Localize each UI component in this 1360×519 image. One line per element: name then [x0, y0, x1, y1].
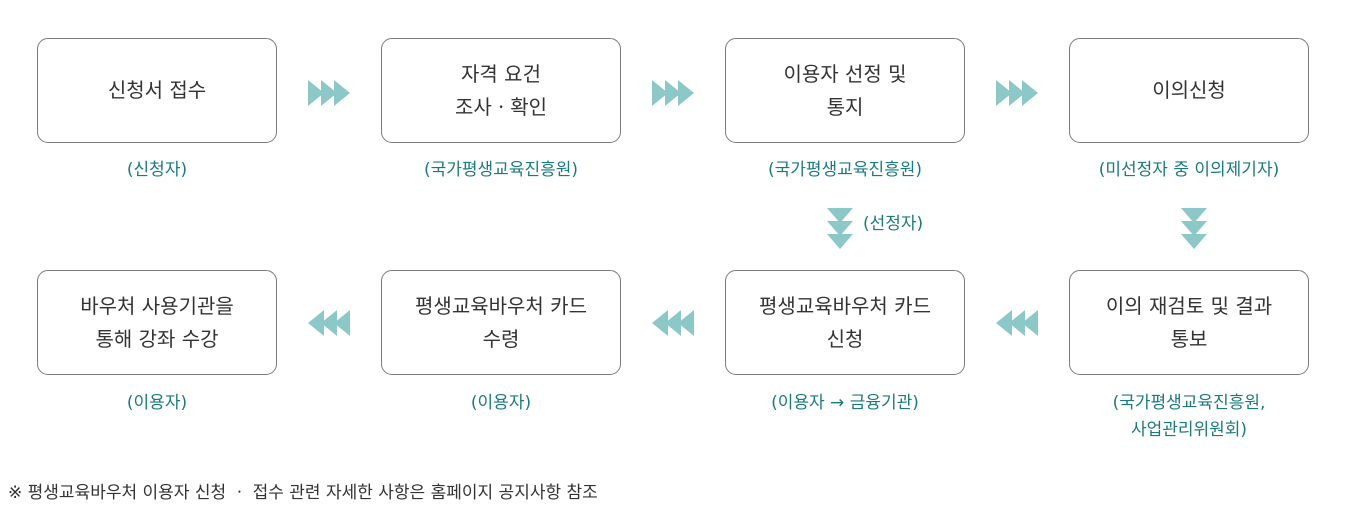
- step-label: 이의신청: [1152, 78, 1226, 102]
- step-selection-notice: 이용자 선정 및 통지: [725, 38, 965, 143]
- step-review-result: 이의 재검토 및 결과 통보: [1069, 270, 1309, 375]
- step-course-attendance: 바우처 사용기관을 통해 강좌 수강: [37, 270, 277, 375]
- triple-chevron-left-icon: [652, 310, 694, 336]
- step-label: 이용자 선정 및 통지: [783, 61, 907, 119]
- triple-chevron-right-icon: [308, 80, 350, 106]
- branch-label-selected: (선정자): [863, 214, 924, 234]
- step-actor: (이용자): [470, 393, 532, 413]
- triple-chevron-right-icon: [652, 80, 694, 106]
- step-card-receipt: 평생교육바우처 카드 수령: [381, 270, 621, 375]
- triple-chevron-right-icon: [996, 80, 1038, 106]
- step-label: 평생교육바우처 카드 수령: [415, 293, 587, 351]
- triple-chevron-left-icon: [308, 310, 350, 336]
- step-actor: (이용자): [126, 393, 188, 413]
- step-actor: (신청자): [126, 160, 188, 180]
- step-actor: (이용자 → 금융기관): [771, 393, 919, 413]
- step-label: 신청서 접수: [107, 78, 207, 102]
- step-actor: (미선정자 중 이의제기자): [1098, 160, 1280, 180]
- step-objection: 이의신청: [1069, 38, 1309, 143]
- step-eligibility-check: 자격 요건 조사ㆍ확인: [381, 38, 621, 143]
- step-label: 평생교육바우처 카드 신청: [759, 293, 931, 351]
- step-label: 자격 요건 조사ㆍ확인: [455, 61, 547, 119]
- step-actor: (국가평생교육진흥원, 사업관리위원회): [1112, 393, 1266, 440]
- step-label: 이의 재검토 및 결과 통보: [1105, 293, 1273, 351]
- triple-chevron-down-icon: [1181, 208, 1207, 249]
- footnote: ※ 평생교육바우처 이용자 신청 ㆍ 접수 관련 자세한 사항은 홈페이지 공지…: [8, 483, 598, 503]
- step-actor: (국가평생교육진흥원): [423, 160, 579, 180]
- triple-chevron-down-icon: [827, 208, 853, 249]
- triple-chevron-left-icon: [996, 310, 1038, 336]
- step-card-application: 평생교육바우처 카드 신청: [725, 270, 965, 375]
- step-actor: (국가평생교육진흥원): [767, 160, 923, 180]
- step-application-receipt: 신청서 접수: [37, 38, 277, 143]
- step-label: 바우처 사용기관을 통해 강좌 수강: [80, 293, 234, 351]
